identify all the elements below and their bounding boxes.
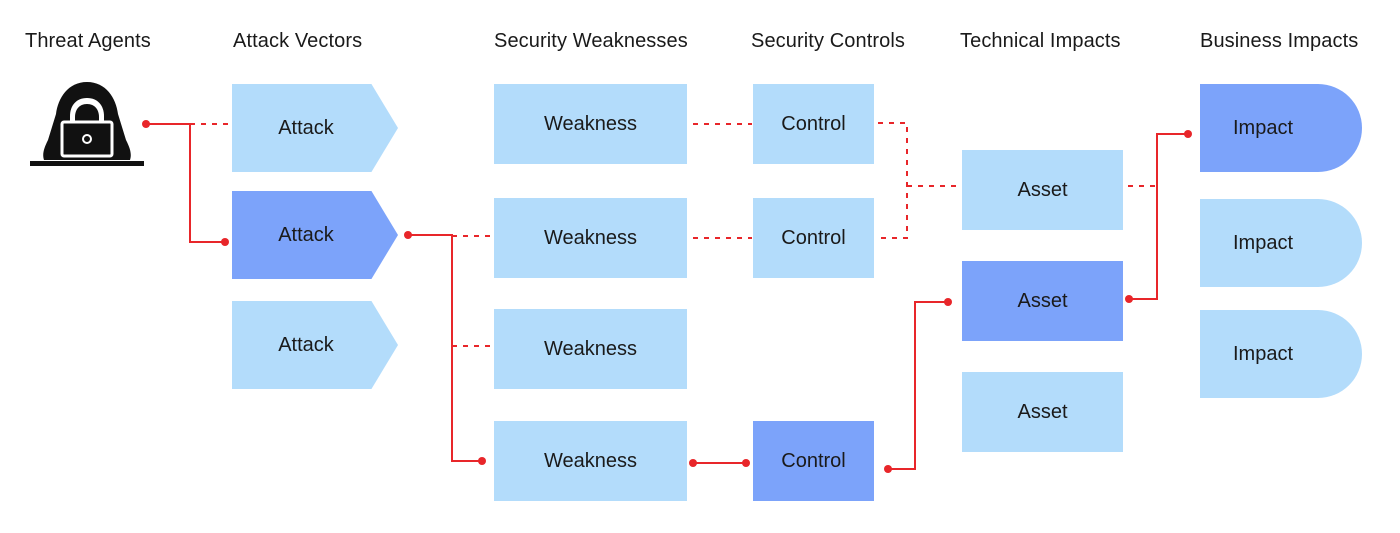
control-node-highlighted: Control [753,421,874,501]
path-control-to-asset [888,301,948,470]
header-security-weaknesses: Security Weaknesses [494,30,688,52]
dot-weakness4-in [478,457,486,465]
header-technical-impacts: Technical Impacts [960,30,1121,52]
hacker-icon [30,82,144,166]
attack-node: Attack [232,84,398,172]
asset-node-highlighted: Asset [962,261,1123,341]
impact-node: Impact [1200,310,1362,398]
weakness-node: Weakness [494,309,687,389]
dashed-controls-asset1 [878,122,962,239]
header-security-controls: Security Controls [751,30,905,52]
dot-agent [142,120,150,128]
weakness-node: Weakness [494,421,687,501]
control-node: Control [753,198,874,278]
path-agent-to-attack [146,123,225,243]
impact-node-highlighted: Impact [1200,84,1362,172]
impact-node: Impact [1200,199,1362,287]
header-threat-agents: Threat Agents [25,30,151,52]
weakness-node: Weakness [494,198,687,278]
dot-asset2-out [1125,295,1133,303]
asset-node: Asset [962,372,1123,452]
dot-attack2-in [221,238,229,246]
dot-control3-out [884,465,892,473]
control-node: Control [753,84,874,164]
dot-impact1-in [1184,130,1192,138]
path-asset-to-impact [1129,133,1188,300]
dot-attack2-out [404,231,412,239]
attack-node: Attack [232,301,398,389]
weakness-node: Weakness [494,84,687,164]
dot-control3-in [742,459,750,467]
attack-node-highlighted: Attack [232,191,398,279]
header-attack-vectors: Attack Vectors [233,30,363,52]
path-attack-to-weakness [408,234,482,462]
asset-node: Asset [962,150,1123,230]
header-business-impacts: Business Impacts [1200,30,1359,52]
dot-weakness4-out [689,459,697,467]
dot-asset2-in [944,298,952,306]
